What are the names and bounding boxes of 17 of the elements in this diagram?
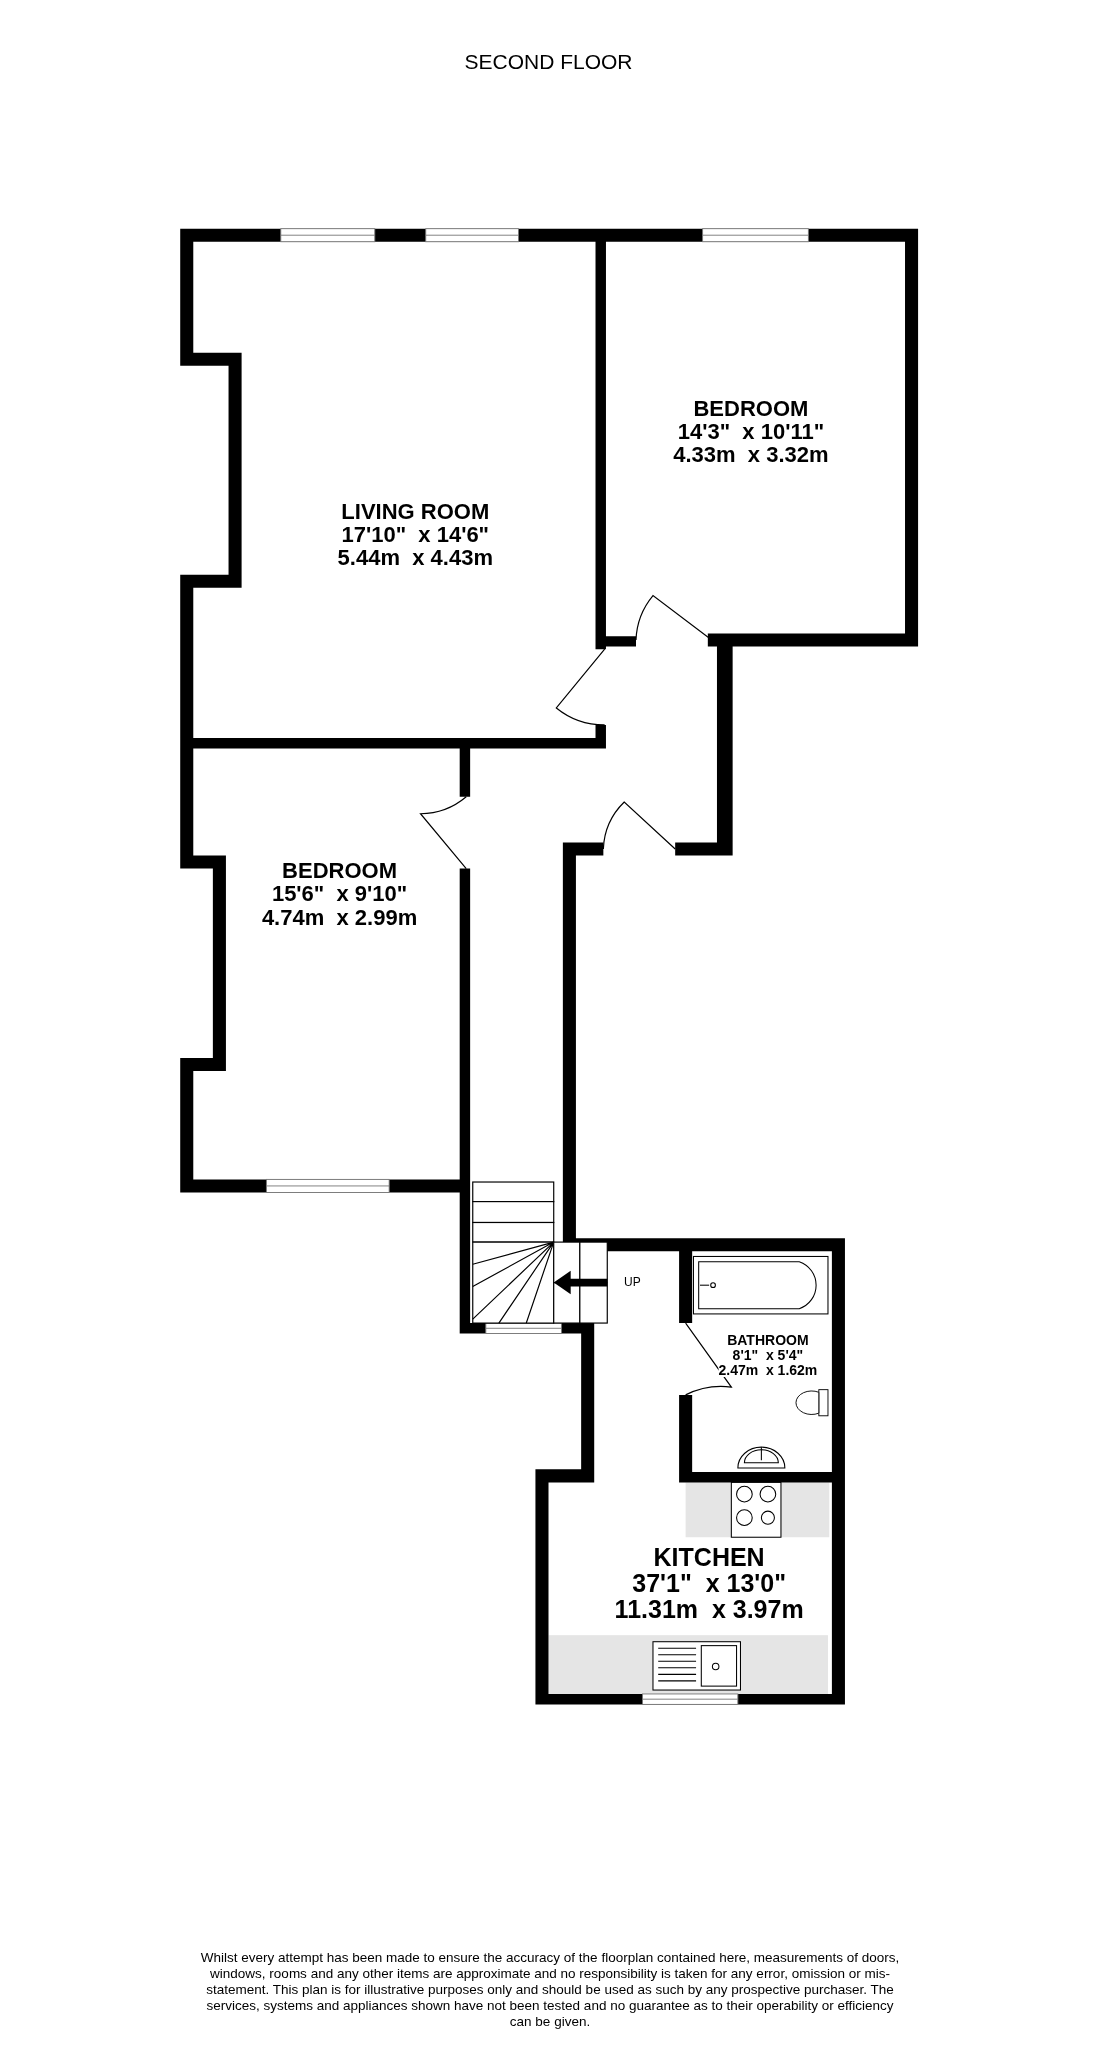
room-name: BEDROOM	[693, 397, 809, 421]
room-size-metric: 4.33m x 3.32m	[673, 443, 829, 467]
disclaimer-text: Whilst every attempt has been made to ensure the accuracy of the floorplan contained here, measurements of doors, windows, rooms and any other items are approximate and no responsibility is taken for any error, omission or mis-statement. This plan is for illustrative purposes only and should be used as such by any prospective purchaser. The services, systems and appliances shown have not been tested and no guarantee as to their operability or efficiency can be given.	[200, 1950, 900, 2030]
floor-title: SECOND FLOOR	[464, 49, 633, 75]
room-size-metric: 4.74m x 2.99m	[261, 905, 418, 929]
stair-direction-label: UP	[624, 1274, 641, 1291]
room-size-imperial: 15'6" x 9'10"	[271, 882, 408, 906]
room-size-metric: 11.31m x 3.97m	[614, 1596, 804, 1623]
room-name: BEDROOM	[282, 859, 397, 883]
room-name: LIVING ROOM	[341, 500, 490, 524]
room-size-imperial: 14'3" x 10'11"	[677, 420, 825, 444]
room-size-imperial: 8'1" x 5'4"	[732, 1348, 804, 1363]
room-name: KITCHEN	[653, 1543, 765, 1570]
room-size-imperial: 17'10" x 14'6"	[341, 523, 490, 547]
room-size-metric: 2.47m x 1.62m	[718, 1362, 818, 1378]
room-size-metric: 5.44m x 4.43m	[337, 546, 493, 570]
room-size-imperial: 37'1" x 13'0"	[632, 1569, 786, 1597]
